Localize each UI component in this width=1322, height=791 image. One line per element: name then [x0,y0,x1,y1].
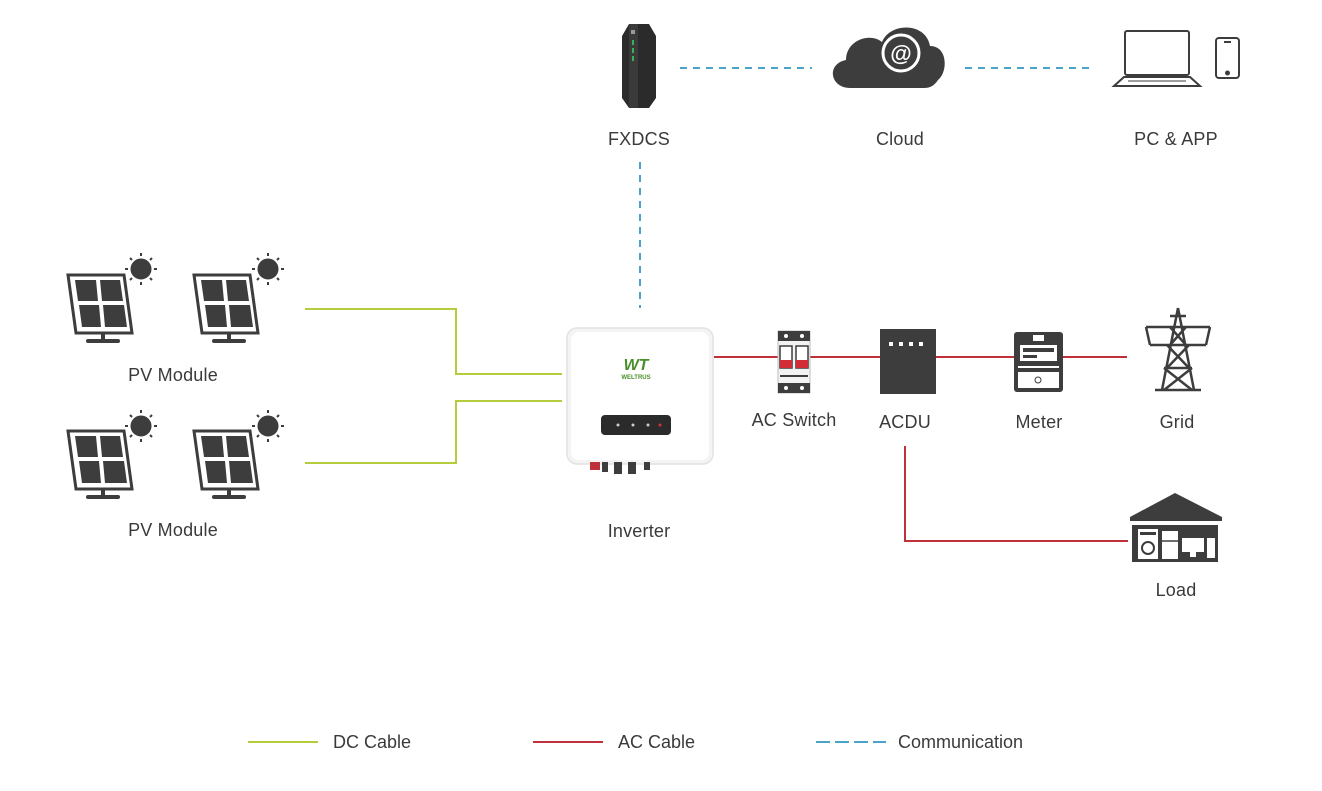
sun-icon [125,253,157,285]
acdu-icon [880,329,936,394]
legend-label-dc: DC Cable [333,732,412,752]
cloud-symbol: @ [890,41,911,66]
label-cloud: Cloud [875,129,925,149]
label-pc-app: PC & APP [1134,129,1218,149]
label-acdu: ACDU [879,412,931,432]
pv-panel-icon [66,429,134,499]
ac-cable-acdu-load [904,446,1128,542]
ac-cables [714,356,1128,542]
ac-switch-icon [777,330,811,394]
label-pv-module-bottom: PV Module [128,520,218,540]
inverter-logo: WT [624,357,650,374]
inverter-brand: WELTRUS [621,375,650,381]
label-ac-switch: AC Switch [751,410,837,430]
meter-icon [1014,332,1063,392]
pv-panel-icon [66,273,134,343]
label-load: Load [1155,580,1197,600]
laptop-icon [1111,30,1203,87]
sun-icon [125,410,157,442]
load-house-icon [1130,493,1222,562]
phone-icon [1215,37,1240,79]
sun-icon [252,253,284,285]
sun-icons [125,253,284,442]
label-inverter: Inverter [607,521,671,541]
cloud-icon: @ [832,27,945,88]
label-fxdcs: FXDCS [607,129,671,149]
pv-panel-icon [192,429,260,499]
pv-panel-icon [192,273,260,343]
sun-icon [252,410,284,442]
legend-label-ac: AC Cable [618,732,696,752]
label-grid: Grid [1159,412,1195,432]
dc-cable-top [305,308,562,375]
label-pv-module-top: PV Module [128,365,218,385]
pv-panel-icons [66,273,260,499]
inverter-device-icon: WT WELTRUS [566,327,714,474]
dc-cable-bottom [305,400,562,464]
grid-tower-icon [1144,307,1212,392]
fxdcs-device-icon [622,24,656,108]
legend-label-comm: Communication [898,732,1024,752]
label-meter: Meter [1015,412,1063,432]
dc-cables [305,308,562,464]
communication-lines [639,67,1095,308]
